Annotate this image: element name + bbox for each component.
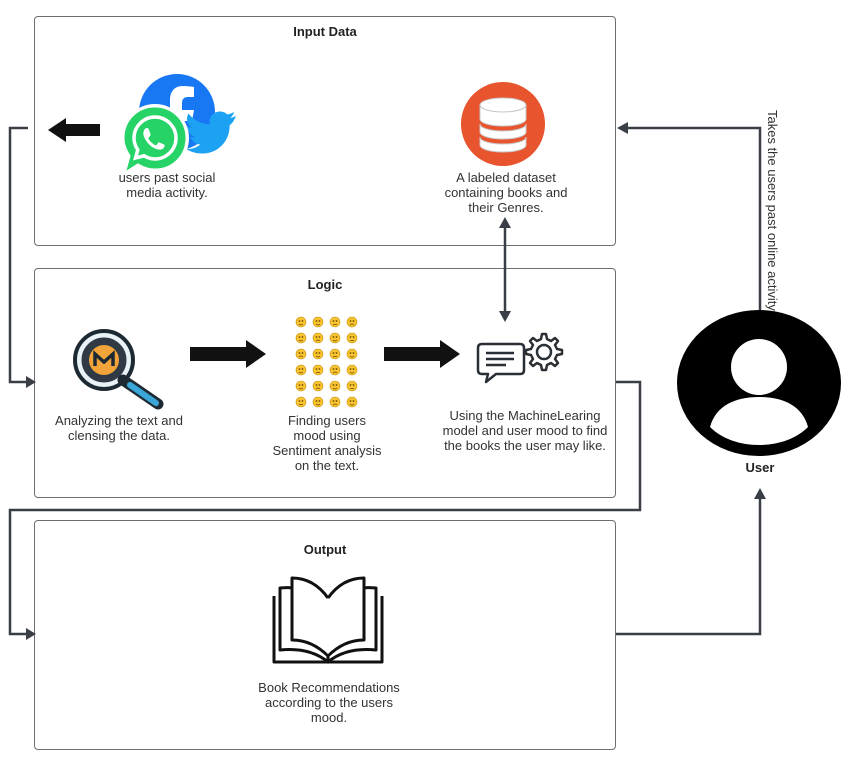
user-to-input-line xyxy=(626,126,762,310)
open-book-icon xyxy=(272,576,384,664)
thick-arrow-left xyxy=(48,118,100,142)
analyze-text: Analyzing the text and clensing the data… xyxy=(55,413,183,443)
book-recommendations-text: Book Recommendations according to the us… xyxy=(258,680,400,725)
logic-to-output-line xyxy=(8,380,642,636)
output-title: Output xyxy=(303,542,347,557)
magnifier-icon xyxy=(73,329,164,410)
whatsapp-icon xyxy=(121,104,189,178)
user-avatar-icon xyxy=(677,310,841,456)
input-data-title: Input Data xyxy=(293,24,357,39)
database-icon xyxy=(461,82,545,166)
thick-arrow-right-2 xyxy=(384,340,460,368)
ml-model-text: Using the MachineLearing model and user … xyxy=(442,408,608,453)
social-activity-text: users past social media activity. xyxy=(118,170,216,200)
output-to-user-line xyxy=(616,498,762,636)
user-label: User xyxy=(745,460,775,475)
user-activity-text: Takes the users past online activity xyxy=(765,110,780,311)
input-to-logic-line xyxy=(8,126,28,384)
twitter-icon xyxy=(186,111,236,154)
thick-arrow-right-1 xyxy=(190,340,266,368)
mood-analysis-text: Finding users mood using Sentiment analy… xyxy=(272,413,382,473)
ml-model-icon xyxy=(476,332,564,384)
emoji-grid-icon xyxy=(295,316,358,408)
dataset-text: A labeled dataset containing books and t… xyxy=(444,170,568,215)
logic-title: Logic xyxy=(307,277,343,292)
